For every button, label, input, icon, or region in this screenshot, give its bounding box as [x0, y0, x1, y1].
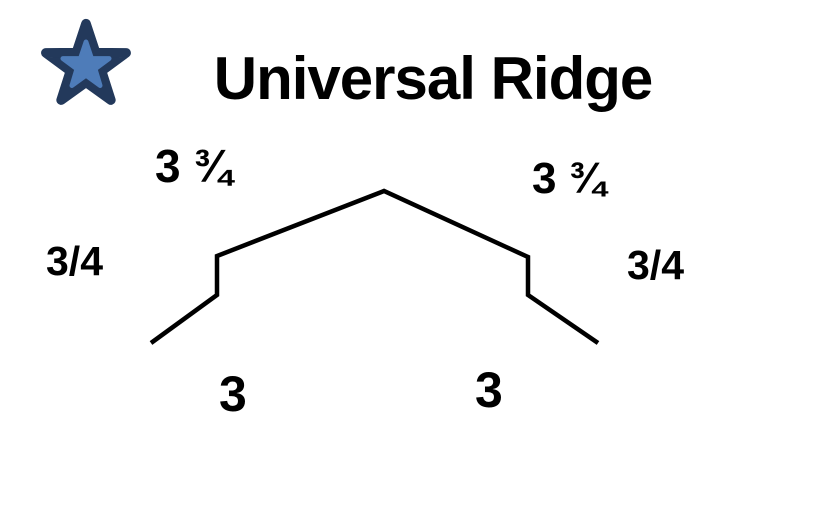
measurement-top-left-flange: 3 ¾ [155, 140, 232, 192]
measurement-top-right-flange: 3 ¾ [532, 154, 606, 203]
star-icon [41, 18, 131, 105]
page-title: Universal Ridge [213, 45, 654, 112]
measurement-bottom-right-flange: 3 [475, 362, 503, 418]
star-inner-shape [60, 39, 112, 88]
measurement-bottom-left-flange: 3 [219, 366, 247, 422]
measurement-right-kick: 3/4 [627, 242, 684, 288]
ridge-profile-line [149, 188, 600, 345]
measurement-left-kick: 3/4 [46, 238, 103, 284]
